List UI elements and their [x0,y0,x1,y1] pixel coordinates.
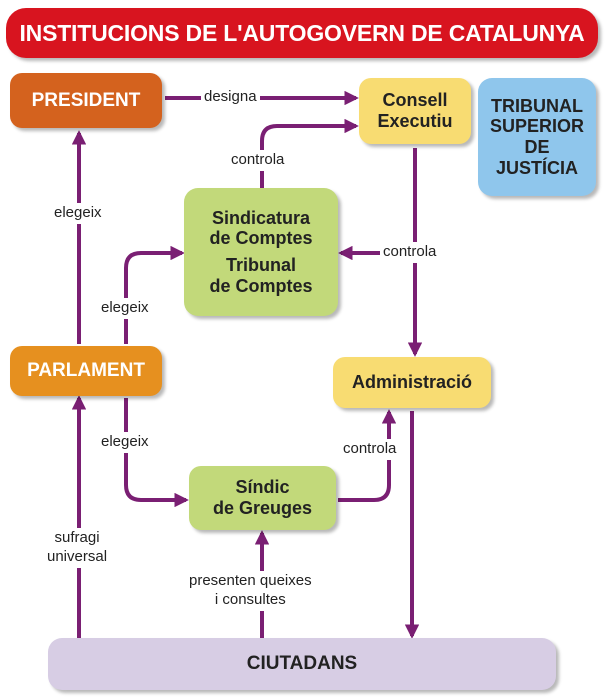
label-designa: designa [201,88,260,107]
node-sindic-line-2: de Greuges [212,498,313,518]
node-sindicatura-tribunal-comptes: Sindicatura de Comptes Tribunal de Compt… [184,188,338,316]
node-consell-line-2: Executiu [377,111,453,131]
edge-elegeix-sindic [124,398,189,508]
node-sindic-line-1: Síndic [235,477,290,498]
node-tsj-line-2: SUPERIOR [489,116,585,137]
node-president-label: PRESIDENT [31,89,141,111]
label-elegeix-sindicatura: elegeix [98,298,152,319]
label-elegeix-president: elegeix [51,203,105,224]
title-banner: INSTITUCIONS DE L'AUTOGOVERN DE CATALUNY… [6,8,598,58]
label-controla-consell: controla [228,150,288,171]
node-administracio: Administració [333,357,491,408]
node-tsj-line-1: TRIBUNAL [491,95,583,116]
node-ciutadans-label: CIUTADANS [246,653,358,675]
node-tribunal-comptes-line-2: de Comptes [209,275,313,296]
edge-elegeix-sindicatura [124,245,185,344]
node-tsj-line-4: JUSTÍCIA [495,157,578,178]
label-queixes-line-2: i consultes [214,590,286,608]
node-parlament: PARLAMENT [10,346,162,396]
label-sufragi-universal: sufragi universal [44,528,111,568]
label-queixes-line-1: presenten queixes [189,572,312,589]
node-tribunal-superior: TRIBUNAL SUPERIOR DE JUSTÍCIA [478,78,596,196]
page-title: INSTITUCIONS DE L'AUTOGOVERN DE CATALUNY… [19,19,585,46]
node-president: PRESIDENT [10,73,162,128]
label-sufragi-line-2: universal [47,547,108,565]
label-elegeix-sindic: elegeix [98,432,152,453]
node-sindicatura-line-2: de Comptes [209,228,313,249]
node-consell-line-1: Consell [382,90,448,111]
node-parlament-label: PARLAMENT [27,360,145,382]
edge-controla-administracio [338,409,397,502]
node-sindic-greuges: Síndic de Greuges [189,466,336,530]
label-presenten-queixes: presenten queixes i consultes [186,571,315,611]
node-sindicatura-line-1: Sindicatura [211,207,311,228]
node-tsj-line-3: DE [524,137,550,157]
node-ciutadans: CIUTADANS [48,638,556,690]
node-consell-executiu: Consell Executiu [359,78,471,144]
label-controla-administracio: controla [340,439,400,460]
label-controla-sindicatura: controla [380,242,440,263]
node-tribunal-comptes-line-1: Tribunal [225,255,296,275]
node-administracio-label: Administració [351,372,473,393]
edge-controla-consell [260,118,359,188]
label-sufragi-line-1: sufragi [54,529,100,546]
